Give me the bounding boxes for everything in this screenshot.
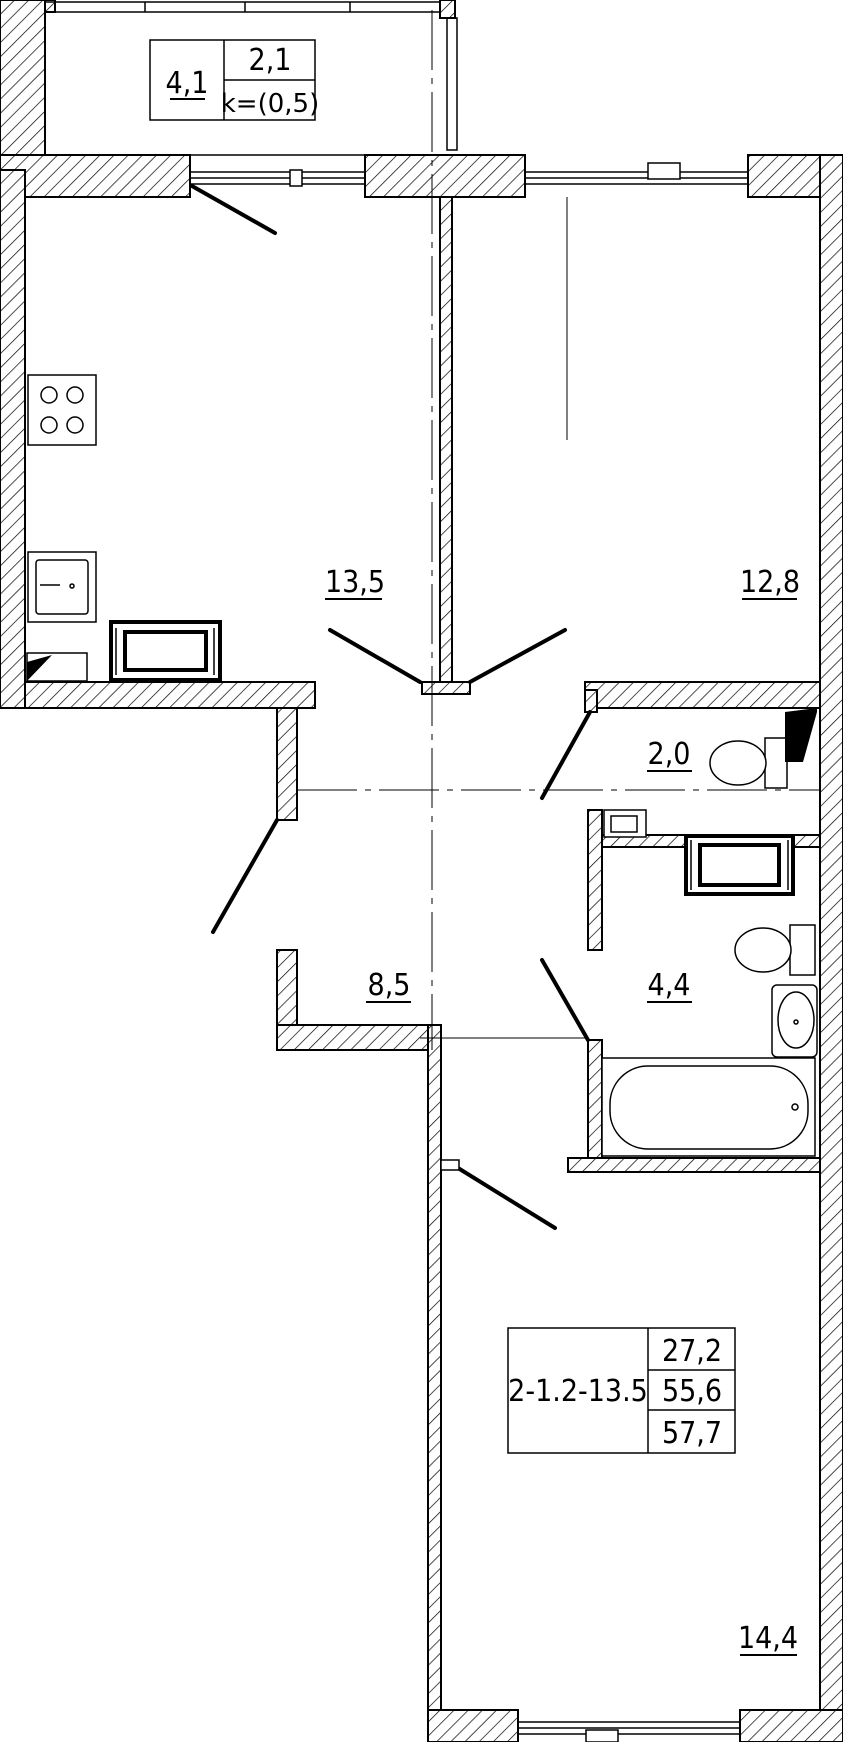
bottom-wall-right [739,1709,843,1742]
bath-bottom-wall [567,1157,821,1173]
balcony-glazing-top [44,1,441,13]
doors [190,184,592,1230]
bath-washing-machine-icon [684,834,795,896]
toilet-icon [709,708,817,789]
hall-left-wall-lower [276,949,298,1026]
total-area: 55,6 [662,1374,722,1409]
balcony-right-post [439,0,456,19]
stove-icon [27,374,97,446]
hall-area: 8,5 [368,968,411,1003]
top-wall-left [0,154,191,198]
hall-bottom-wall [276,1024,438,1051]
bathroom-area: 4,4 [648,968,691,1003]
partition-foot [421,681,471,695]
bath-left-wall-lower [587,1039,603,1161]
bath-left-wall-upper [587,809,603,951]
kitchen-bedroom-partition [439,196,453,683]
windows [44,1,749,1742]
bottom-wall-left [427,1709,519,1742]
kitchen-cabinet-icon [26,652,88,682]
balcony-label: 4,1 2,1 k=(0,5) [149,39,319,121]
washing-machine-icon [109,620,222,682]
axis-lines [297,10,820,1050]
summary-table: 2-1.2-13.5 27,2 55,6 57,7 [507,1327,736,1454]
balcony-left-wall [0,0,46,171]
wc-door-swing [540,710,592,800]
small-sink-icon [603,809,647,838]
bedroom-area: 12,8 [740,565,800,600]
kitchen-sink-icon [27,551,97,623]
apartment-code: 2-1.2-13.5 [508,1374,648,1409]
balcony-coefficient: k=(0,5) [221,89,319,119]
kitchen-area: 13,5 [325,565,385,600]
wc-area: 2,0 [648,737,691,772]
washbasin-icon [771,984,818,1058]
living-left-wall [427,1024,442,1742]
bath-door-swing [540,958,590,1042]
living-room-area: 14,4 [738,1621,798,1656]
total-area-with-balcony: 57,7 [662,1416,722,1451]
room-labels: 13,5 12,8 2,0 8,5 4,4 14,4 [325,565,800,1656]
fixtures [26,374,818,1157]
bedroom-door-swing [468,628,567,684]
top-wall-middle [364,154,526,198]
wc-top-wall [584,681,821,709]
kitchen-door-swing [328,628,422,684]
wc-door-jamb [584,689,598,713]
kitchen-bottom-wall [24,681,316,709]
living-door-swing [456,1166,557,1230]
left-outer-wall [0,169,26,709]
bathtub-icon [601,1057,816,1157]
living-area-total: 27,2 [662,1334,722,1369]
balcony-area: 4,1 [166,66,209,101]
right-outer-wall [819,154,843,1742]
balcony-reduced-area: 2,1 [249,43,292,78]
balcony-glazing-right [446,17,458,151]
hall-left-wall-upper [276,707,298,821]
balcony-door-swing [190,184,277,235]
entrance-door-swing [211,818,279,934]
bath-toilet-icon [734,924,816,976]
